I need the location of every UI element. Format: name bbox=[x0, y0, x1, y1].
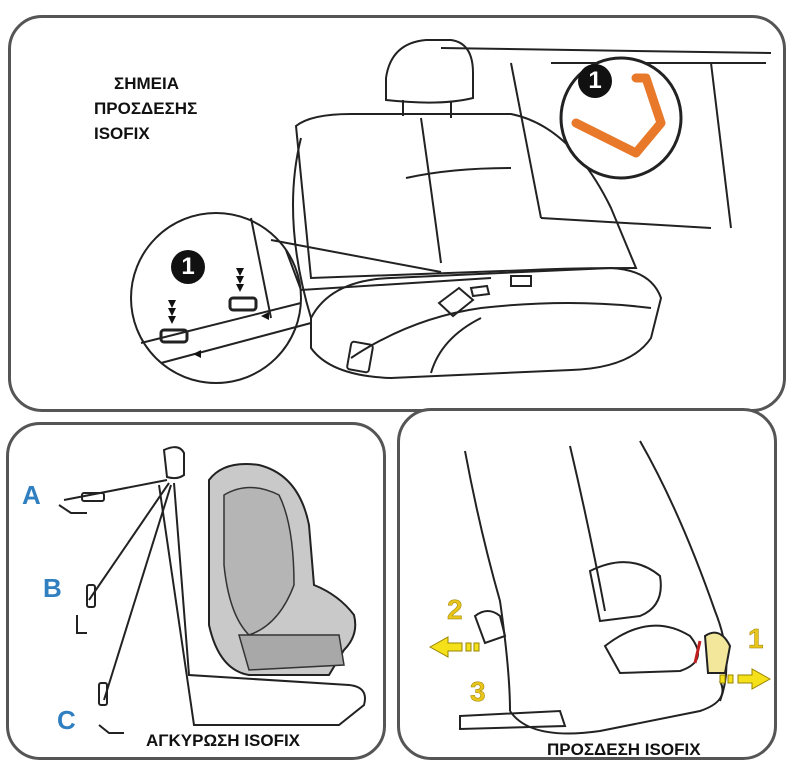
step-number-2: 2 bbox=[447, 594, 463, 626]
child-car-seat bbox=[208, 463, 357, 676]
isofix-anchor-bar bbox=[571, 73, 666, 158]
isofix-points-panel: ΣΗΜΕΙΑ ΠΡΟΣΔΕΣΗΣ ISOFIX 1 1 bbox=[8, 15, 786, 412]
isofix-attachment-illustration bbox=[428, 440, 772, 735]
anchor-label-a: A bbox=[22, 480, 41, 510]
anchor-label-c: C bbox=[57, 705, 76, 735]
isofix-points-title-1: ΣΗΜΕΙΑ bbox=[114, 74, 179, 93]
badge-number-detail: 1 bbox=[578, 64, 612, 98]
isofix-points-title-3: ISOFIX bbox=[94, 124, 150, 143]
badge-number-zoom: 1 bbox=[171, 250, 205, 284]
child-seat-anchoring-illustration bbox=[58, 446, 366, 734]
isofix-anchoring-panel: A B C ΑΓΚΥΡΩΣΗ ISOFIX bbox=[6, 422, 386, 760]
isofix-points-title-2: ΠΡΟΣΔΕΣΗΣ bbox=[94, 99, 198, 118]
arrow-right-icon bbox=[737, 668, 772, 690]
anchor-label-b: B bbox=[43, 573, 62, 603]
isofix-attachment-panel: 1 2 3 ΠΡΟΣΔΕΣΗ ISOFIX bbox=[397, 408, 777, 760]
step-number-3: 3 bbox=[470, 676, 486, 708]
attachment-caption: ΠΡΟΣΔΕΣΗ ISOFIX bbox=[547, 740, 701, 759]
anchoring-caption: ΑΓΚΥΡΩΣΗ ISOFIX bbox=[146, 731, 301, 750]
step-number-1: 1 bbox=[748, 623, 764, 655]
arrow-left-icon bbox=[428, 636, 463, 658]
